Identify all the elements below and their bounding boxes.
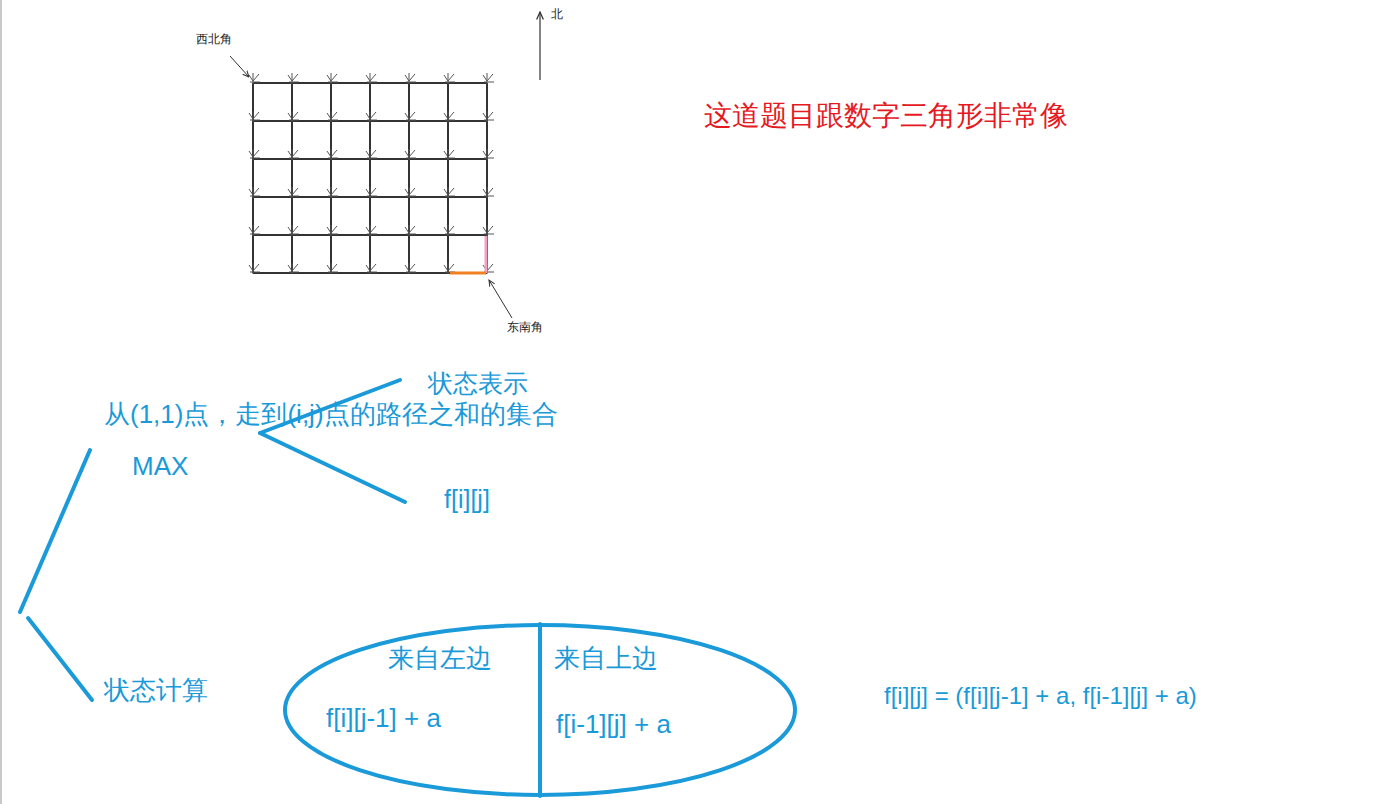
tree-mark: [366, 263, 377, 274]
tree-mark: [327, 225, 338, 236]
state-symbol: MAX: [132, 452, 188, 482]
tree-mark: [483, 73, 494, 84]
page-edge: [0, 0, 2, 804]
tree-mark: [288, 263, 299, 274]
tree-mark: [444, 187, 455, 198]
leader-line: [230, 56, 249, 77]
tree-mark: [327, 149, 338, 160]
tree-mark: [327, 187, 338, 198]
ellipse-half: 来自左边 f[i][j-1] + a: [292, 636, 536, 786]
tree-mark: [483, 225, 494, 236]
tree-mark: [288, 73, 299, 84]
path-highlight: [450, 272, 486, 275]
tree-mark: [288, 187, 299, 198]
tree-mark: [483, 111, 494, 122]
tree-mark: [327, 263, 338, 274]
section-heading: 从(1,1)点，走到(i,j)点的路径之和的集合: [104, 400, 558, 430]
tree-mark: [288, 149, 299, 160]
tree-mark: [249, 111, 260, 122]
north-arrow: [539, 12, 540, 80]
tree-mark: [327, 111, 338, 122]
tree-mark: [444, 225, 455, 236]
ellipse-half: 来自上边 f[i-1][j] + a: [544, 636, 788, 786]
compass-label: 北: [551, 8, 563, 22]
corner-label: 西北角: [196, 33, 232, 47]
tree-mark: [327, 73, 338, 84]
branch-line: [20, 450, 90, 612]
tree-mark: [288, 225, 299, 236]
tree-mark: [249, 73, 260, 84]
tree-mark: [249, 187, 260, 198]
tree-mark: [249, 263, 260, 274]
formula-text: f[i][j] = (f[i][j-1] + a, f[i-1][j] + a): [884, 682, 1197, 710]
corner-label: 东南角: [507, 321, 543, 335]
tree-mark: [366, 149, 377, 160]
tree-mark: [249, 225, 260, 236]
grid-map: [249, 73, 494, 274]
tree-mark: [405, 73, 416, 84]
path-highlight: [485, 236, 488, 273]
case-formula: f[i][j-1] + a: [326, 704, 441, 734]
tree-mark: [483, 187, 494, 198]
tree-mark: [405, 263, 416, 274]
tree-mark: [444, 149, 455, 160]
tree-mark: [444, 73, 455, 84]
tree-mark: [366, 187, 377, 198]
tree-mark: [483, 149, 494, 160]
tree-mark: [405, 225, 416, 236]
case-heading: 来自上边: [554, 644, 658, 674]
state-meaning: 状态表示: [428, 369, 528, 398]
tree-mark: [444, 111, 455, 122]
tree-mark: [288, 111, 299, 122]
tree-mark: [249, 149, 260, 160]
leader-line: [489, 280, 512, 318]
branch-line: [28, 618, 92, 700]
ellipse-outline: [285, 625, 795, 795]
divider-line: [538, 624, 542, 796]
branch-line: [260, 433, 405, 502]
tree-mark: [405, 187, 416, 198]
tree-mark: [366, 73, 377, 84]
case-formula: f[i-1][j] + a: [556, 710, 671, 740]
tree-mark: [366, 225, 377, 236]
state-property: f[i][j]: [444, 485, 490, 514]
case-heading: 来自左边: [388, 644, 492, 674]
tree-mark: [405, 149, 416, 160]
tree-mark: [366, 111, 377, 122]
section-heading: 状态计算: [104, 676, 208, 706]
note-text: 这道题目跟数字三角形非常像: [704, 100, 1068, 132]
tree-mark: [405, 111, 416, 122]
